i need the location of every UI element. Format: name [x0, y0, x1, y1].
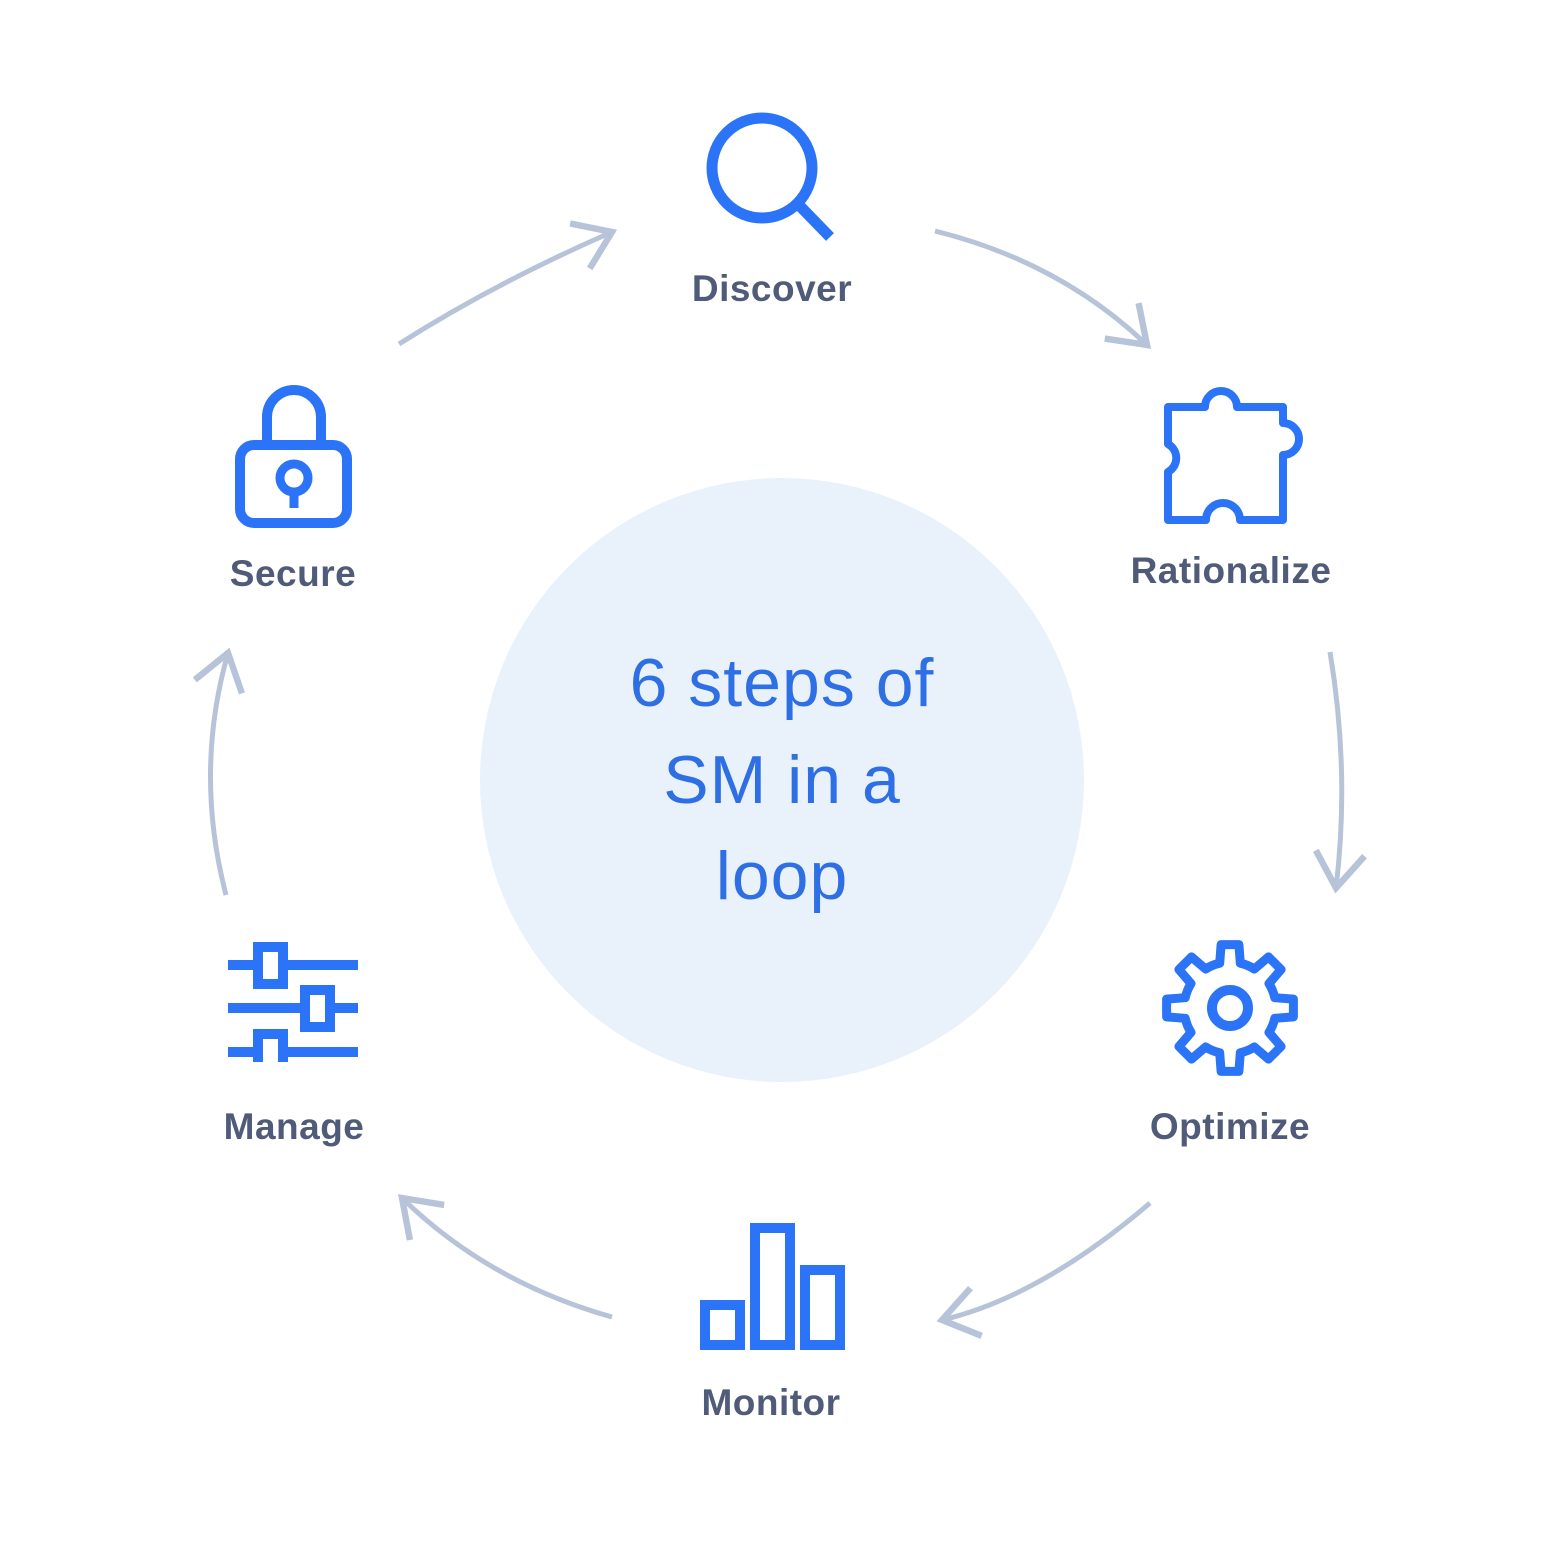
gear-icon	[1162, 940, 1298, 1076]
step-optimize	[1155, 933, 1305, 1083]
arrow-rationalize-to-optimize	[1313, 651, 1367, 894]
arrow-secure-to-discover	[397, 220, 618, 347]
puzzle-icon	[1164, 387, 1303, 524]
step-label-secure: Secure	[229, 553, 357, 594]
center-text-line-1: 6 steps of	[629, 645, 935, 722]
magnifier-icon	[706, 112, 834, 241]
arrow-manage-to-secure	[192, 647, 245, 896]
lock-icon	[235, 385, 352, 528]
step-label-optimize: Optimize	[1149, 1106, 1311, 1147]
step-monitor	[695, 1222, 855, 1352]
step-label-discover: Discover	[691, 268, 853, 309]
center-circle: 6 steps of SM in a loop	[480, 478, 1084, 1082]
step-secure	[230, 378, 360, 533]
step-manage	[220, 938, 366, 1062]
step-label-monitor: Monitor	[701, 1382, 841, 1423]
arrow-monitor-to-manage	[397, 1194, 613, 1320]
arrow-discover-to-rationalize	[934, 228, 1152, 349]
step-rationalize	[1160, 382, 1310, 532]
bar-chart-icon	[700, 1223, 845, 1350]
center-text-line-2: SM in a	[663, 741, 901, 818]
center-text-line-3: loop	[715, 838, 849, 915]
step-label-rationalize: Rationalize	[1130, 550, 1332, 591]
step-label-manage: Manage	[223, 1106, 365, 1147]
step-discover	[692, 98, 842, 248]
sliders-icon	[228, 942, 358, 1062]
arrow-optimize-to-monitor	[936, 1201, 1152, 1339]
